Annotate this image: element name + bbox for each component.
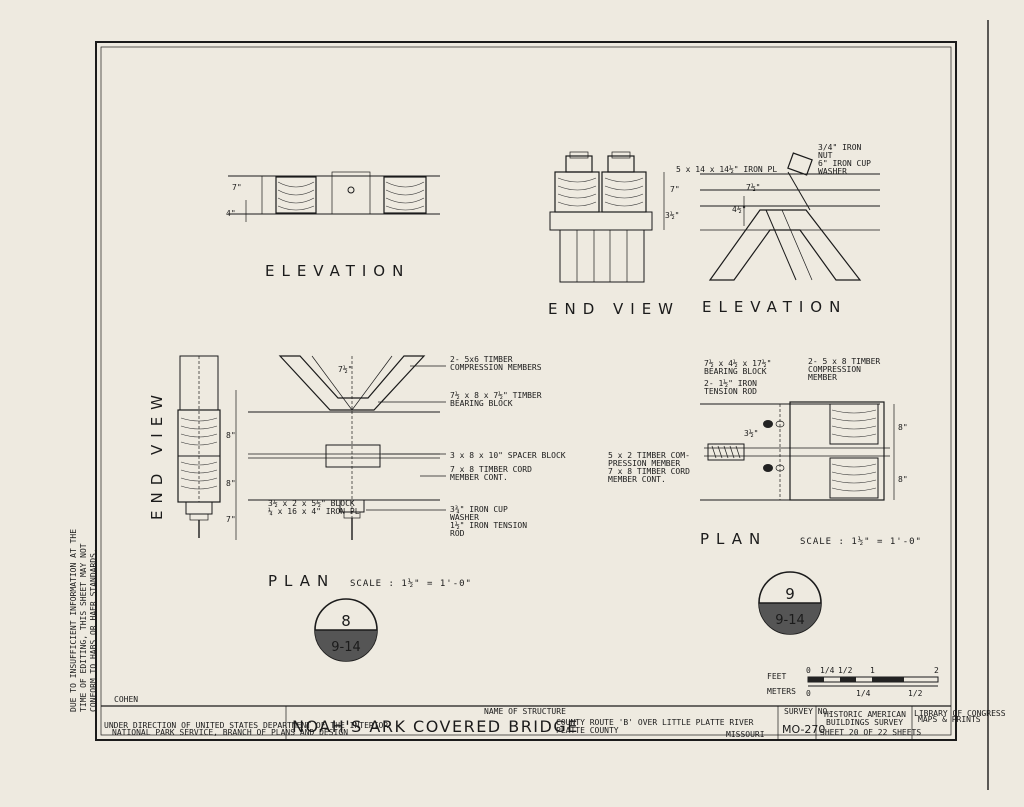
structure-name-label: NAME OF STRUCTURE — [484, 707, 566, 716]
callout-9-number: 9 — [785, 585, 795, 603]
library-line-1: LIBRARY OF CONGRESS — [914, 709, 1006, 718]
disclaimer-line-1: DUE TO INSUFFICIENT INFORMATION AT THE — [69, 529, 78, 712]
note-pr-10: MEMBER CONT. — [608, 475, 666, 484]
end-view-side-detail — [177, 355, 221, 538]
location-line-1: COUNTY ROUTE 'B' OVER LITTLE PLATTE RIVE… — [556, 718, 754, 727]
dim-312-end: 3½" — [665, 210, 679, 220]
note-iron-nut: 3/4" IRON — [818, 143, 862, 152]
scale-bar-feet-label: FEET — [767, 672, 786, 681]
ft-tick-1: 1/4 — [820, 666, 835, 675]
dim-7-label: 7" — [232, 183, 242, 192]
note-pr-1: BEARING BLOCK — [704, 367, 767, 376]
note-pl-2: 7½ x 8 x 7½" TIMBER — [450, 390, 542, 400]
note-pl-4: 3 x 8 x 10" SPACER BLOCK — [450, 451, 566, 460]
inner-border — [100, 46, 952, 736]
note-cup-washer: 6" IRON CUP — [818, 159, 871, 168]
dim-4half: 4½" — [732, 204, 746, 214]
note-pl-1: COMPRESSION MEMBERS — [450, 363, 542, 372]
note-nut: NUT — [818, 151, 833, 160]
elevation-left-detail: 7" 4" — [226, 171, 440, 222]
survey-no-label: SURVEY NO. — [784, 707, 832, 716]
m-tick-0: 0 — [806, 689, 811, 698]
structure-name: NOAH'S ARK COVERED BRIDGE — [292, 717, 579, 736]
note-pl-10: ROD — [450, 529, 465, 538]
note-pl-12: ¼ x 16 x 4" IRON PL — [268, 507, 360, 516]
ft-tick-3: 1 — [870, 666, 875, 675]
survey-name-2: BUILDINGS SURVEY — [826, 718, 903, 727]
note-pr-7: 5 x 2 TIMBER COM- — [608, 451, 690, 460]
dim-8d: 8" — [898, 475, 908, 484]
callout-8-number: 8 — [341, 612, 351, 630]
library-line-2: MAPS & PRINTS — [918, 715, 981, 724]
callout-9: 9 9-14 — [758, 571, 822, 635]
note-pl-7: 3¾" IRON CUP — [450, 505, 508, 514]
note-pl-8: WASHER — [450, 513, 479, 522]
survey-number: MO-270 — [782, 723, 825, 736]
agency-line-2: NATIONAL PARK SERVICE, BRANCH OF PLANS A… — [112, 728, 348, 737]
dim-8b: 8" — [226, 479, 236, 488]
title-block: COHEN UNDER DIRECTION OF UNITED STATES D… — [101, 695, 1006, 740]
plan-right-detail: 8" 8" 3½" — [700, 401, 908, 501]
end-view-title-top: END VIEW — [548, 300, 680, 318]
side-disclaimer: DUE TO INSUFFICIENT INFORMATION AT THE T… — [69, 529, 98, 712]
note-pl-6: MEMBER CONT. — [450, 473, 508, 482]
location-line-2: PLATTE COUNTY — [556, 726, 619, 735]
disclaimer-line-3: CONFORM TO HABS OR HAER STANDARDS. — [89, 548, 98, 712]
note-pr-3: TENSION ROD — [704, 387, 757, 396]
note-pl-3: BEARING BLOCK — [450, 399, 513, 408]
disclaimer-line-2: TIME OF EDITING, THIS SHEET MAY NOT — [79, 543, 88, 712]
dim-712-plan: 7½" — [338, 364, 352, 374]
agency-line-1: UNDER DIRECTION OF UNITED STATES DEPARTM… — [104, 721, 388, 730]
elevation-title-left: ELEVATION — [265, 262, 410, 280]
location-state: MISSOURI — [726, 730, 765, 739]
note-pl-9: 1½" IRON TENSION — [450, 520, 527, 530]
elevation-title-right: ELEVATION — [702, 298, 847, 316]
graphic-scale-bar: FEET METERS 0 1/4 1/2 1 2 0 1/4 1/2 — [767, 666, 939, 698]
note-pr-2: 2- 1½" IRON — [704, 378, 757, 388]
note-pr-8: PRESSION MEMBER — [608, 459, 680, 468]
dim-4-label: 4" — [226, 209, 236, 218]
scale-left: SCALE : 1½" = 1'-0" — [350, 578, 472, 589]
plan-title-right: PLAN — [700, 530, 767, 548]
callout-8: 8 9-14 — [314, 598, 378, 662]
callout-9-sheet: 9-14 — [775, 613, 805, 628]
dim-7b: 7" — [226, 515, 236, 524]
m-tick-2: 1/2 — [908, 689, 923, 698]
note-pr-9: 7 x 8 TIMBER CORD — [608, 467, 690, 476]
scale-right: SCALE : 1½" = 1'-0" — [800, 536, 922, 547]
note-pl-0: 2- 5x6 TIMBER — [450, 355, 513, 364]
scale-bar-meters-label: METERS — [767, 687, 796, 696]
callout-8-sheet: 9-14 — [331, 640, 361, 655]
plan-left-notes: 2- 5x6 TIMBER COMPRESSION MEMBERS 7½ x 8… — [268, 355, 566, 538]
note-iron-plate: 5 x 14 x 14½" IRON PL — [676, 164, 777, 174]
note-washer: WASHER — [818, 167, 847, 176]
dim-312-plan: 3½" — [744, 428, 758, 438]
plan-right-notes: 7½ x 4½ x 17½" BEARING BLOCK 2- 1½" IRON… — [608, 357, 880, 484]
plan-title-left: PLAN — [268, 572, 335, 590]
note-pr-4: 2- 5 x 8 TIMBER — [808, 357, 880, 366]
m-tick-1: 1/4 — [856, 689, 871, 698]
note-pr-5: COMPRESSION — [808, 365, 861, 374]
note-pr-0: 7½ x 4½ x 17½" — [704, 358, 771, 368]
end-view-title-side: END VIEW — [148, 388, 166, 520]
plan-left-detail: 8" 8" 7" 7½" — [226, 355, 440, 540]
outer-border — [95, 41, 957, 741]
end-view-top-detail: 7" 3½" — [549, 151, 680, 283]
note-pr-6: MEMBER — [808, 373, 837, 382]
sheet-number: SHEET 20 OF 22 SHEETS — [820, 728, 921, 737]
delineator-name: COHEN — [114, 695, 138, 704]
note-pl-11: 3½ x 2 x 5½" BLOCK — [268, 498, 355, 508]
note-pl-5: 7 x 8 TIMBER CORD — [450, 465, 532, 474]
dim-8a: 8" — [226, 431, 236, 440]
dim-712-elev: 7½" — [746, 182, 760, 192]
survey-name-1: HISTORIC AMERICAN — [824, 710, 906, 719]
ft-tick-0: 0 — [806, 666, 811, 675]
dim-7-end: 7" — [670, 185, 680, 194]
ft-tick-4: 2 — [934, 666, 939, 675]
ft-tick-2: 1/2 — [838, 666, 853, 675]
elevation-right-detail: 4½" 7½" 3/4" IRON NUT 6" IRON CUP WASHER… — [676, 143, 880, 281]
dim-8c: 8" — [898, 423, 908, 432]
